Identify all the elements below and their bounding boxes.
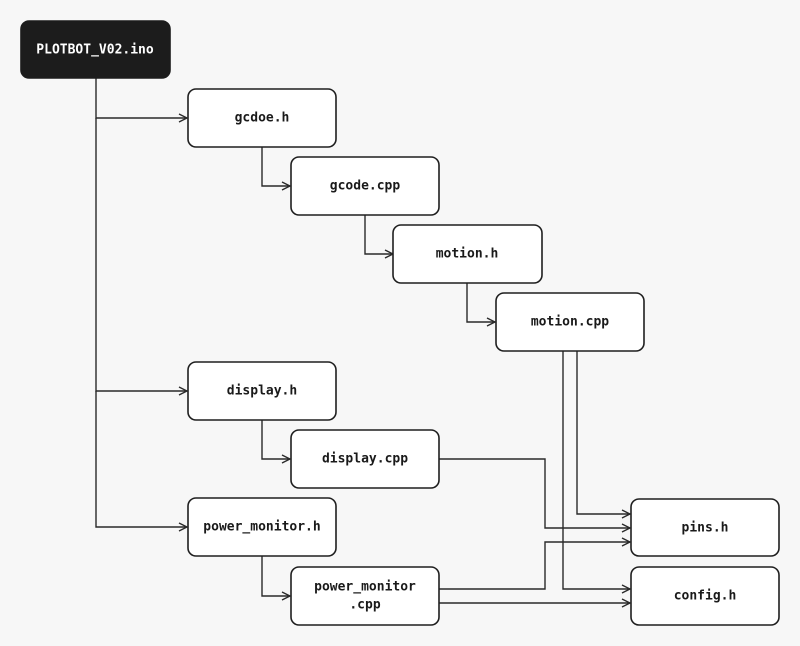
node-label: PLOTBOT_V02.ino: [36, 43, 154, 58]
node-label: config.h: [674, 589, 737, 604]
node-label: display.cpp: [322, 452, 408, 467]
edge-gcode-h-to-gcode-cpp: [261, 147, 290, 186]
node-label: pins.h: [682, 521, 729, 536]
edge-display-h-to-display-cpp: [261, 420, 290, 459]
edge-root-to-power-monitor-h: [95, 391, 187, 527]
edge-power-monitor-h-to-power-monitor-cpp: [261, 556, 290, 596]
node-motion-h: motion.h: [392, 224, 543, 284]
node-plotbot-ino: PLOTBOT_V02.ino: [20, 20, 171, 79]
node-config-h: config.h: [630, 566, 780, 626]
node-label: display.h: [227, 384, 297, 399]
node-gcode-h: gcdoe.h: [187, 88, 337, 148]
edge-gcode-cpp-to-motion-h: [364, 215, 393, 254]
node-power-monitor-h: power_monitor.h: [187, 497, 337, 557]
edge-power-monitor-cpp-to-pins-h: [439, 542, 630, 590]
node-label: gcode.cpp: [330, 179, 401, 194]
node-display-cpp: display.cpp: [290, 429, 440, 489]
node-display-h: display.h: [187, 361, 337, 421]
node-label-line1: power_monitor: [314, 580, 416, 595]
edge-root-to-gcode-h: [95, 78, 187, 118]
edge-motion-cpp-to-config-h: [562, 351, 630, 589]
edge-display-cpp-to-pins-h: [439, 458, 630, 528]
node-motion-cpp: motion.cpp: [495, 292, 645, 352]
node-label: gcdoe.h: [235, 111, 290, 126]
node-label-line2: .cpp: [349, 598, 380, 613]
node-label: motion.h: [436, 247, 499, 262]
node-label: motion.cpp: [531, 315, 609, 330]
node-label: power_monitor.h: [203, 520, 320, 535]
node-gcode-cpp: gcode.cpp: [290, 156, 440, 216]
node-pins-h: pins.h: [630, 498, 780, 557]
edge-root-to-display-h: [95, 118, 187, 391]
edge-motion-cpp-to-pins-h: [576, 351, 630, 514]
edges: [95, 78, 630, 603]
edge-motion-h-to-motion-cpp: [466, 283, 495, 322]
node-power-monitor-cpp: power_monitor .cpp: [290, 566, 440, 626]
